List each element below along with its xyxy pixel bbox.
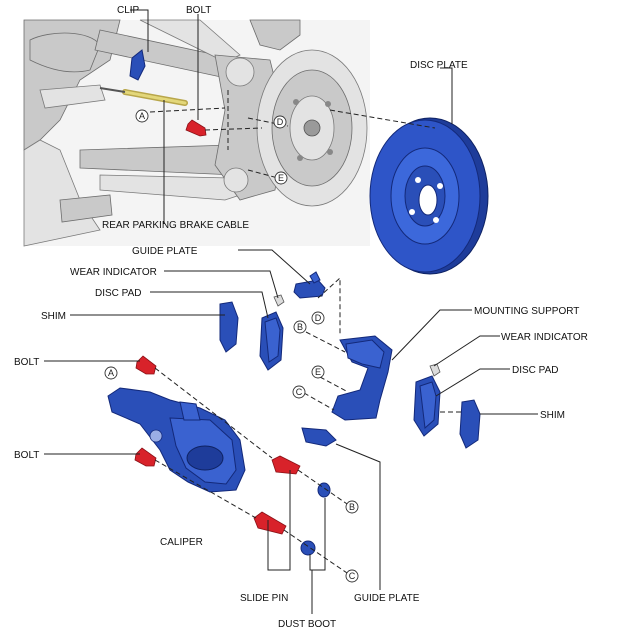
callout-e-top-text: E bbox=[278, 173, 284, 183]
callout-c-mid-text: C bbox=[296, 387, 303, 397]
label-wear-indicator-right: WEAR INDICATOR bbox=[501, 332, 588, 343]
callout-c-bottom-text: C bbox=[349, 571, 356, 581]
callout-b-bottom-text: B bbox=[349, 502, 355, 512]
label-dust-boot: DUST BOOT bbox=[278, 619, 336, 630]
callout-a-left: A bbox=[104, 366, 118, 380]
callout-d-mid: D bbox=[311, 311, 325, 325]
label-bolt-left-1: BOLT bbox=[14, 357, 39, 368]
callout-d-mid-text: D bbox=[315, 313, 322, 323]
label-guide-plate-bottom: GUIDE PLATE bbox=[354, 593, 420, 604]
rear-parking-brake-cable bbox=[99, 87, 188, 106]
callout-a-top: A bbox=[135, 109, 149, 123]
callout-c-bottom: C bbox=[345, 569, 359, 583]
slide-pin-lower-part bbox=[253, 511, 287, 535]
wear-indicator-left-part bbox=[273, 294, 285, 307]
label-slide-pin: SLIDE PIN bbox=[240, 593, 288, 604]
label-guide-plate-top: GUIDE PLATE bbox=[132, 246, 198, 257]
label-caliper: CALIPER bbox=[160, 537, 203, 548]
wear-indicator-right-part bbox=[429, 363, 441, 377]
caliper-part bbox=[107, 387, 246, 493]
callout-b-mid-text: B bbox=[297, 322, 303, 332]
label-clip: CLIP bbox=[117, 5, 140, 16]
clip-part bbox=[129, 49, 146, 81]
shim-right-part bbox=[459, 399, 481, 449]
callout-e-mid: E bbox=[311, 365, 325, 379]
label-disc-plate: DISC PLATE bbox=[410, 60, 468, 71]
part-labels: CLIP BOLT DISC PLATE REAR PARKING BRAKE … bbox=[14, 5, 588, 630]
slide-pin-upper-part bbox=[271, 455, 301, 475]
callout-a-top-text: A bbox=[139, 111, 145, 121]
mounting-support-part bbox=[331, 335, 393, 421]
disc-pad-left-part bbox=[259, 311, 284, 371]
label-disc-pad-left: DISC PAD bbox=[95, 288, 142, 299]
dust-boot-lower-part bbox=[300, 540, 316, 556]
label-shim-left: SHIM bbox=[41, 311, 66, 322]
callout-b-mid: B bbox=[293, 320, 307, 334]
label-shim-right: SHIM bbox=[540, 410, 565, 421]
label-rear-parking-brake-cable: REAR PARKING BRAKE CABLE bbox=[102, 220, 249, 231]
callout-c-mid: C bbox=[292, 385, 306, 399]
bolt-left-1-part bbox=[135, 355, 157, 375]
bolt-top-part bbox=[185, 119, 207, 137]
disc-pad-right-part bbox=[413, 375, 441, 437]
callout-a-left-text: A bbox=[108, 368, 114, 378]
shim-left-part bbox=[219, 301, 239, 353]
callout-e-mid-text: E bbox=[315, 367, 321, 377]
callout-b-bottom: B bbox=[345, 500, 359, 514]
dashed-alignment-lines bbox=[149, 90, 535, 576]
label-mounting-support: MOUNTING SUPPORT bbox=[474, 306, 579, 317]
bolt-left-2-part bbox=[134, 447, 157, 467]
label-disc-pad-right: DISC PAD bbox=[512, 365, 559, 376]
leader-lines bbox=[44, 9, 538, 614]
label-bolt-left-2: BOLT bbox=[14, 450, 39, 461]
suspension-assembly bbox=[23, 19, 370, 247]
callout-e-top: E bbox=[274, 171, 288, 185]
disc-plate-part bbox=[369, 117, 489, 275]
label-wear-indicator-left: WEAR INDICATOR bbox=[70, 267, 157, 278]
guide-plate-bottom-part bbox=[301, 427, 337, 447]
label-bolt-top: BOLT bbox=[186, 5, 211, 16]
callout-d-top: D bbox=[273, 115, 287, 129]
guide-plate-top-part bbox=[293, 271, 326, 299]
callout-d-top-text: D bbox=[277, 117, 284, 127]
